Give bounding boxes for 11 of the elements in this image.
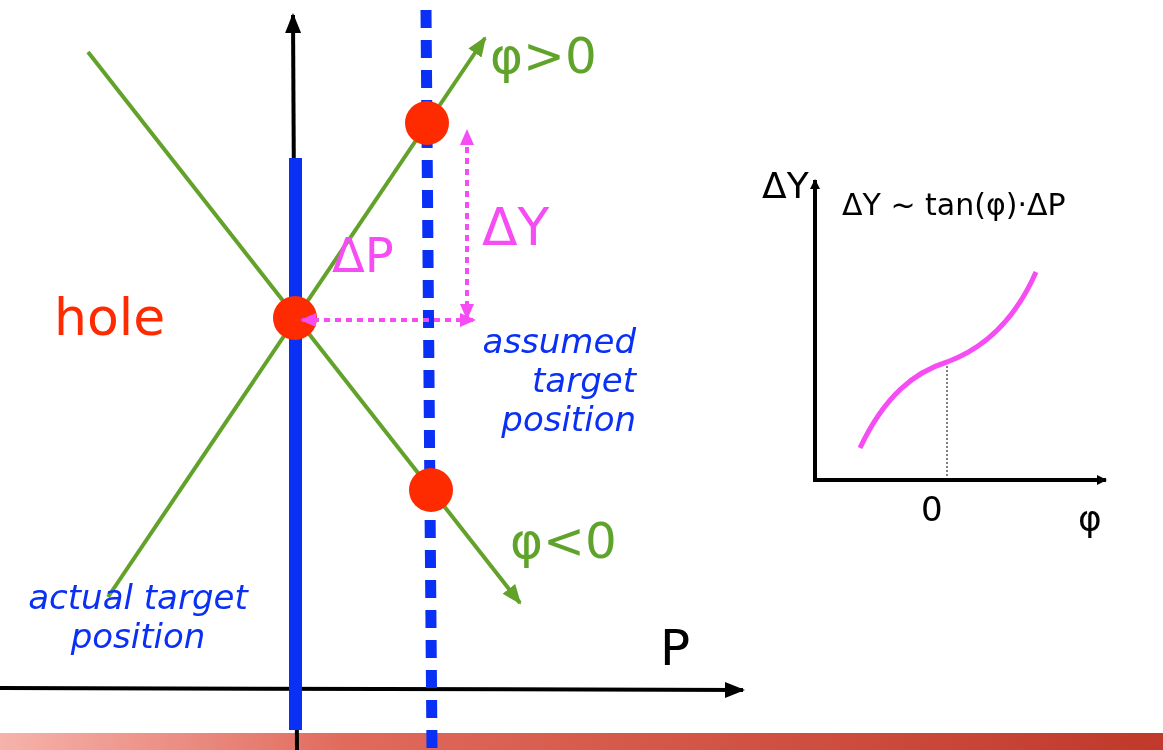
angle-label: φ<0 [510, 513, 617, 571]
axis-label: P [660, 620, 691, 678]
line-label: assumed target position [481, 322, 636, 440]
angle-label: φ>0 [490, 28, 597, 86]
measure-label: ΔY [482, 198, 550, 258]
axis-label: φ [1078, 498, 1102, 540]
tick-label: 0 [921, 490, 943, 530]
point-label: hole [54, 288, 166, 348]
axis-label: ΔY [762, 165, 809, 207]
formula: ΔY ~ tan(φ)·ΔP [842, 188, 1066, 223]
line-label: actual target position [27, 578, 250, 657]
